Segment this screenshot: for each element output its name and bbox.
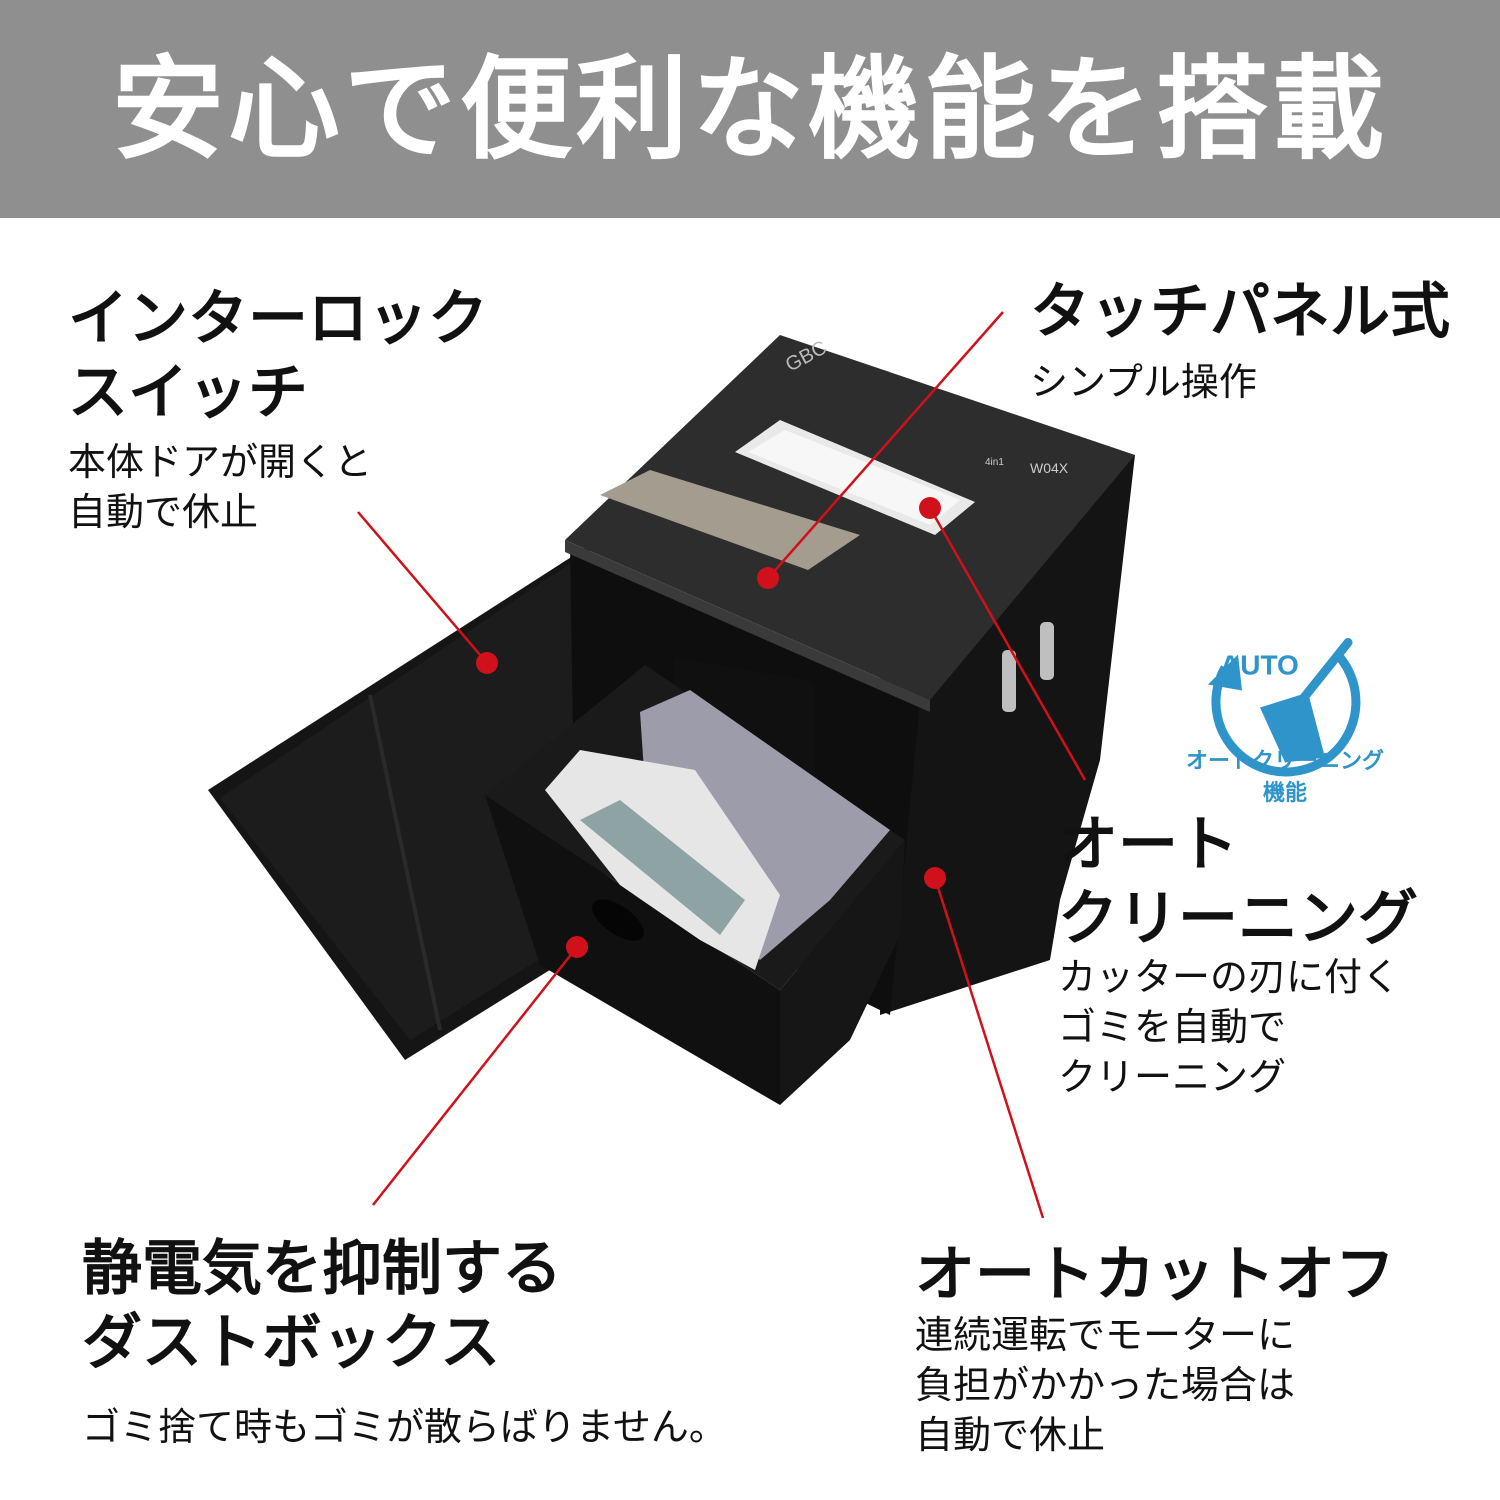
touch-panel-desc: シンプル操作 <box>1030 360 1257 404</box>
auto-cleaning-desc: カッターの刃に付く ゴミを自動で クリーニング <box>1058 952 1400 1102</box>
top-lid <box>565 335 1135 700</box>
dust-box-title-line2: ダストボックス <box>82 1308 501 1378</box>
auto-cleaning-desc-line2: ゴミを自動で <box>1058 1005 1287 1049</box>
callout-dots <box>476 497 946 958</box>
auto-caption-line1: オートクリーニング <box>1185 749 1384 774</box>
interlock-desc: 本体ドアが開くと 自動で休止 <box>68 437 372 537</box>
shredder-illustration: GBC W04X 4in1 <box>208 311 1135 1219</box>
auto-cutoff-desc-line2: 負担がかかった場合は <box>915 1363 1296 1407</box>
title-banner <box>0 0 1500 218</box>
auto-cutoff-desc: 連続運転でモーターに 負担がかかった場合は 自動で休止 <box>915 1310 1295 1460</box>
interlock-title-line1: インターロック <box>68 284 488 354</box>
interlock-title-line2: スイッチ <box>68 358 308 428</box>
auto-text: AUTO <box>1220 650 1299 681</box>
callout-lines <box>357 311 1087 1219</box>
drawer-front <box>485 795 780 1105</box>
auto-cutoff-title: オートカットオフ <box>915 1240 1395 1310</box>
auto-cutoff-desc-line3: 自動で休止 <box>915 1413 1106 1457</box>
auto-cleaning-desc-line1: カッターの刃に付く <box>1058 955 1401 999</box>
broom-icon: AUTO <box>1208 638 1361 777</box>
auto-cleaning-title-line1: オート <box>1058 810 1238 880</box>
interlock-title: インターロック スイッチ <box>68 282 488 430</box>
auto-cleaning-title-line2: クリーニング <box>1058 884 1418 954</box>
auto-cleaning-title: オート クリーニング <box>1058 808 1418 956</box>
page-title: 安心で便利な機能を搭載 <box>112 45 1388 175</box>
model-label: W04X <box>1030 460 1069 476</box>
interlock-desc-line2: 自動で休止 <box>68 490 259 534</box>
touch-panel-title: タッチパネル式 <box>1030 277 1450 347</box>
dust-box-title: 静電気を抑制する ダストボックス <box>82 1232 562 1380</box>
auto-cutoff-desc-line1: 連続運転でモーターに <box>915 1313 1296 1357</box>
dust-box-title-line1: 静電気を抑制する <box>82 1234 562 1304</box>
control-panel <box>600 470 860 570</box>
auto-caption-line2: 機能 <box>1262 781 1307 806</box>
dust-box-desc: ゴミ捨て時もゴミが散らばりません。 <box>82 1405 727 1449</box>
auto-caption: オートクリーニング 機能 <box>1160 746 1410 810</box>
side-handle <box>1002 650 1016 712</box>
model-small-label: 4in1 <box>985 457 1004 468</box>
auto-cleaning-desc-line3: クリーニング <box>1058 1055 1287 1099</box>
interlock-desc-line1: 本体ドアが開くと <box>68 440 373 484</box>
